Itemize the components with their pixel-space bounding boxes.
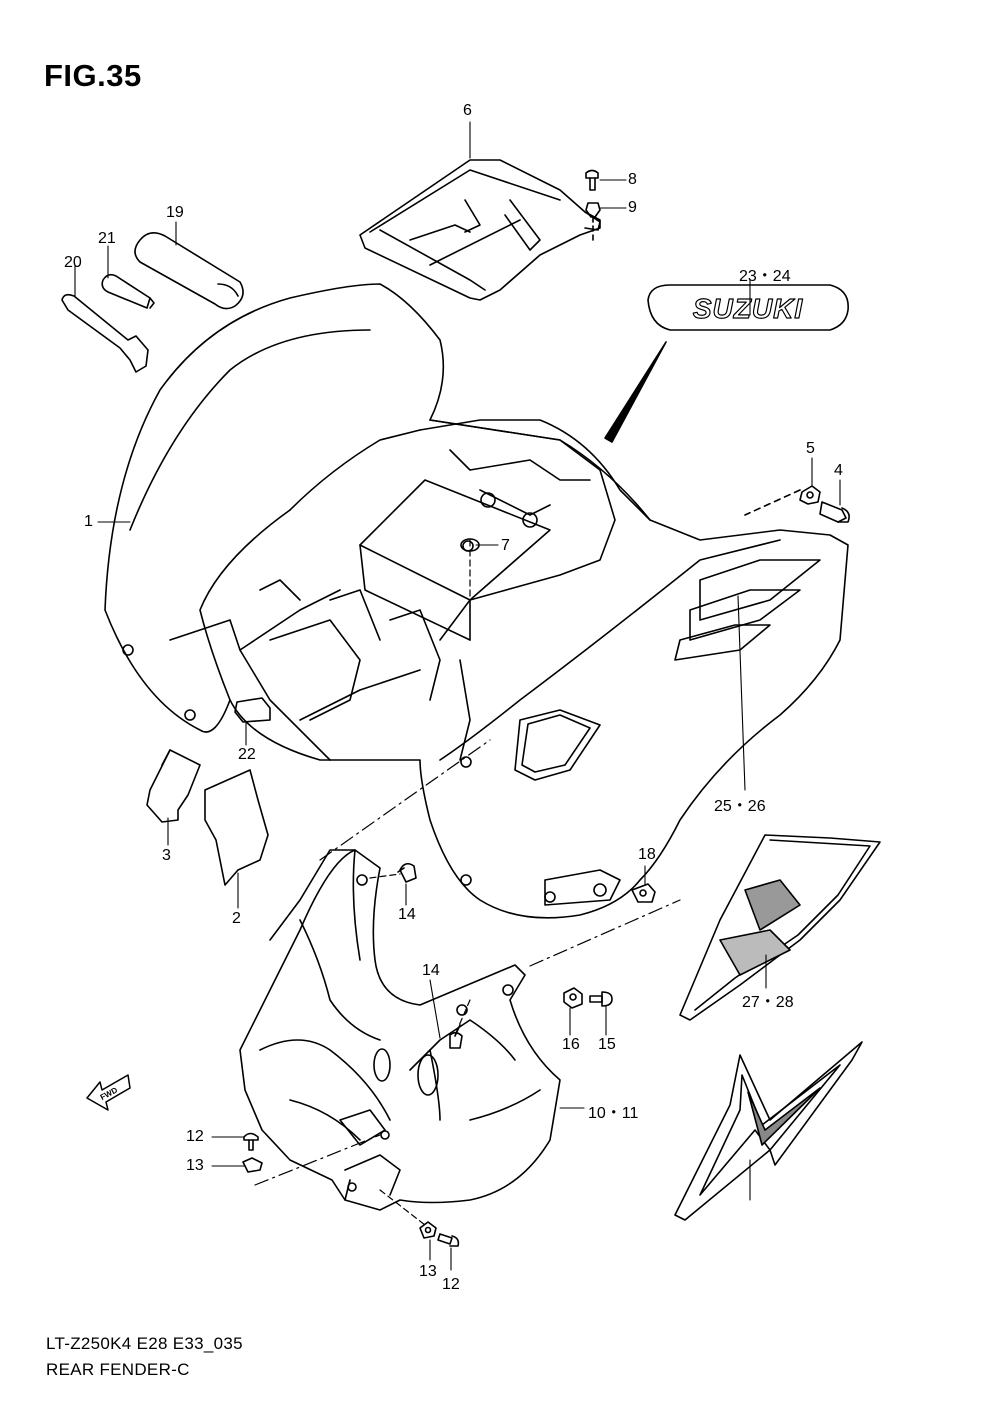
callout-20[interactable]: 21 <box>98 230 116 247</box>
callout-17[interactable]: 18 <box>638 846 656 863</box>
leader-lines <box>74 121 841 1271</box>
callout-8[interactable]: 8 <box>628 171 637 188</box>
part-3-sheet[interactable] <box>146 749 201 823</box>
callout-4[interactable]: 4 <box>834 462 843 479</box>
callout-2[interactable]: 2 <box>232 910 241 927</box>
part-21-block[interactable] <box>234 697 271 723</box>
part-27-28-decal[interactable] <box>674 1041 863 1221</box>
part-17-nut[interactable] <box>631 883 656 903</box>
part-19-spanner[interactable] <box>61 293 149 373</box>
callout-1[interactable]: 1 <box>84 513 93 530</box>
part-6-cover[interactable] <box>359 159 601 301</box>
align-line-5 <box>379 1189 426 1226</box>
align-line-1 <box>319 739 491 861</box>
part-20-wrench[interactable] <box>101 273 155 309</box>
callout-5[interactable]: 5 <box>806 440 815 457</box>
part-12-screw-lower[interactable] <box>437 1233 460 1247</box>
callout-22[interactable]: 23・24 <box>739 268 791 285</box>
callout-25-26[interactable]: 27・28 <box>742 994 794 1011</box>
suzuki-decal-text: SUZUKI <box>693 293 803 324</box>
callout-9[interactable]: 9 <box>628 199 637 216</box>
part-1-rear-fender[interactable] <box>104 283 849 919</box>
callout-19[interactable]: 20 <box>64 254 82 271</box>
decal-22-arrow <box>604 341 667 443</box>
part-8-screw[interactable] <box>585 169 599 191</box>
callout-3[interactable]: 3 <box>162 847 171 864</box>
callout-14-lower[interactable]: 14 <box>422 962 440 979</box>
callout-16[interactable]: 16 <box>562 1036 580 1053</box>
part-14-bolt-upper[interactable] <box>397 862 417 883</box>
align-line-3 <box>254 1134 381 1186</box>
part-13-washer-left[interactable] <box>242 1157 263 1173</box>
part-22-suzuki-decal[interactable]: SUZUKI <box>647 284 849 331</box>
callout-7[interactable]: 7 <box>501 537 510 554</box>
callout-14-upper[interactable]: 14 <box>398 906 416 923</box>
part-10-11-mud-guard[interactable] <box>239 849 561 1211</box>
callout-10-11[interactable]: 10・11 <box>588 1105 639 1122</box>
part-5-washer[interactable] <box>799 485 821 505</box>
align-line-2 <box>529 899 681 967</box>
callout-23-24[interactable]: 25・26 <box>714 798 766 815</box>
part-4-leader <box>744 489 801 516</box>
part-4-bolt[interactable] <box>819 501 850 523</box>
align-line-7 <box>369 873 401 879</box>
align-line-4 <box>454 999 471 1036</box>
part-18-tool-bag[interactable] <box>134 232 244 310</box>
part-13-washer-lower[interactable] <box>419 1221 437 1239</box>
callout-6[interactable]: 6 <box>463 102 472 119</box>
part-2-sheet[interactable] <box>204 769 269 886</box>
callout-21[interactable]: 22 <box>238 746 256 763</box>
callout-12-left[interactable]: 12 <box>186 1128 204 1145</box>
figure-name: REAR FENDER-C <box>46 1360 190 1379</box>
callout-18[interactable]: 19 <box>166 204 184 221</box>
callout-12-lower[interactable]: 12 <box>442 1276 460 1293</box>
figure-code: LT-Z250K4 E28 E33_035 <box>46 1334 243 1353</box>
part-25-26-decal[interactable] <box>679 834 881 1021</box>
figure-title: FIG.35 <box>44 58 142 93</box>
callout-13-left[interactable]: 13 <box>186 1157 204 1174</box>
part-15-screw[interactable] <box>589 991 613 1007</box>
callout-15[interactable]: 15 <box>598 1036 616 1053</box>
part-12-screw-left[interactable] <box>243 1132 259 1151</box>
callout-13-lower[interactable]: 13 <box>419 1263 437 1280</box>
part-9-nut[interactable] <box>585 202 601 218</box>
part-16-washer[interactable] <box>563 987 583 1009</box>
fwd-direction-icon: FWD <box>86 1074 131 1111</box>
